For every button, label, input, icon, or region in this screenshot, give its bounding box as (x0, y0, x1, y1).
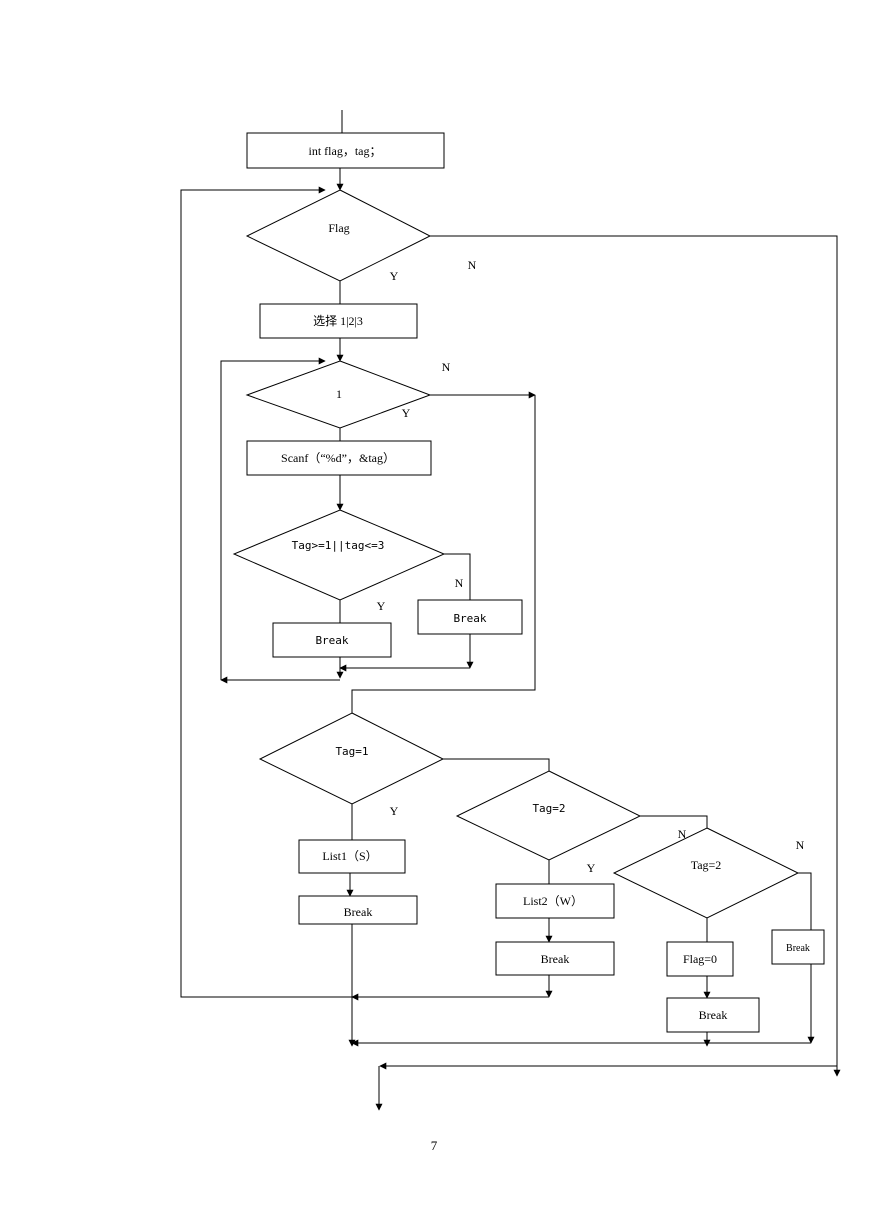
decision-range-text: Tag>=1||tag<=3 (292, 539, 385, 552)
tag2-no-path (640, 815, 708, 828)
label-yes-flag: Y (390, 269, 399, 283)
break-flag0-box (666, 997, 760, 1033)
decision-range (232, 509, 446, 601)
decision-flag-text: Flag (328, 221, 349, 235)
label-yes-range: Y (377, 599, 386, 613)
flag-no-path (430, 235, 841, 1077)
tag1-no-path (443, 758, 550, 771)
list1-text: List1（S） (322, 849, 377, 863)
range-no-line (444, 553, 471, 600)
decision-tag2-text: Tag=2 (532, 802, 565, 815)
break-list1-box (298, 895, 418, 925)
flag0-text: Flag=0 (683, 952, 717, 966)
page-number: 7 (430, 1138, 438, 1153)
label-no-range: N (455, 576, 464, 590)
inner-loop-back (220, 357, 326, 680)
decision-tag3 (612, 827, 800, 919)
list2-text: List2（W） (523, 894, 583, 908)
break-list2-text: Break (541, 952, 570, 966)
break-flag0-text: Break (699, 1008, 728, 1022)
loop-exit-path (351, 395, 536, 713)
list2-box (495, 883, 615, 919)
label-yes-1: Y (402, 406, 411, 420)
select-box (259, 303, 418, 339)
decision-1-text: 1 (336, 387, 342, 401)
decision-tag1-text: Tag=1 (335, 745, 368, 758)
label-no-1: N (442, 360, 451, 374)
label-no-tag2: N (678, 827, 687, 841)
declare-text: int flag，tag； (309, 144, 382, 158)
decision-tag3-text: Tag=2 (691, 858, 722, 872)
label-no-flag: N (468, 258, 477, 272)
outer-loop-back (180, 186, 352, 998)
list1-box (298, 839, 406, 874)
flag0-box (666, 941, 734, 977)
break-list2-box (495, 941, 615, 976)
scanf-box (246, 440, 432, 476)
decision-flag (245, 189, 432, 282)
break-default-text: Break (786, 943, 810, 954)
break-range-yes-box (272, 622, 392, 658)
label-no-tag3: N (796, 838, 805, 852)
break-range-yes-text: Break (315, 634, 348, 647)
label-yes-tag2: Y (587, 861, 596, 875)
select-text: 选择 1|2|3 (313, 314, 363, 328)
scanf-text: Scanf（“%d”，&tag） (281, 451, 395, 465)
declare-box (246, 132, 445, 169)
break-default-box (771, 929, 825, 965)
decision-tag1 (258, 712, 445, 805)
tag3-no-path (798, 872, 812, 930)
break-list1-text: Break (344, 905, 373, 919)
break-range-no-text: Break (453, 612, 486, 625)
decision-tag2 (455, 770, 642, 861)
label-yes-tag1: Y (390, 804, 399, 818)
